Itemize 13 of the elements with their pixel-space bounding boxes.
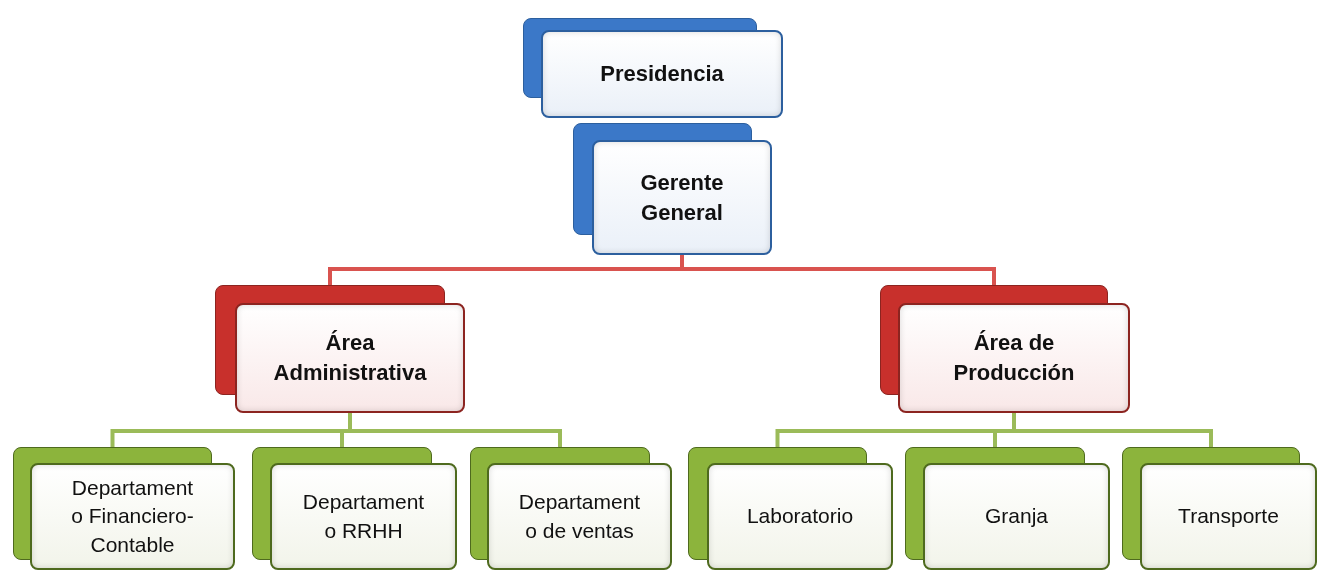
box-label: Presidencia	[600, 60, 724, 89]
connector-line	[680, 255, 996, 285]
box-label: Departamento Financiero-Contable	[70, 475, 195, 558]
box-label: Granja	[985, 503, 1048, 530]
connector-line	[1012, 413, 1213, 447]
connector-line	[348, 413, 562, 447]
box-label: Departamento RRHH	[301, 489, 426, 544]
box-label: Transporte	[1178, 503, 1279, 530]
box-label: Laboratorio	[746, 503, 854, 530]
box-label: Gerente General	[639, 168, 725, 227]
box-label: Área de Producción	[952, 329, 1076, 387]
box-label: Área Administrativa	[272, 329, 428, 387]
box-label: Departamento de ventas	[517, 489, 642, 544]
